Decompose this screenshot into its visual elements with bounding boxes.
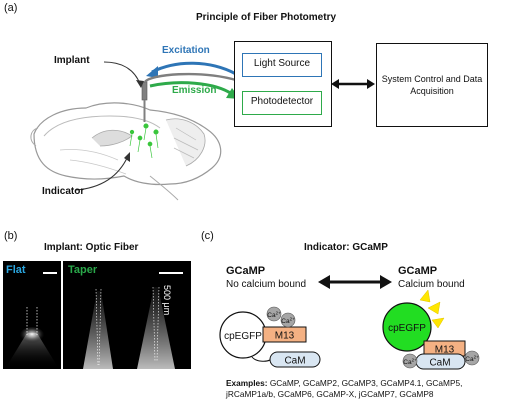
ca-ion-bound-2-label: Ca2+ (465, 355, 479, 364)
hardware-box: Light Source Photodetector (234, 41, 332, 127)
left-state-description: No calcium bound (226, 279, 307, 290)
implant-pointer-head (136, 80, 144, 88)
ca-ion-free-1-label: Ca2+ (267, 311, 281, 320)
photodetector-label: Photodetector (250, 96, 314, 107)
ca-ion-free-1 (266, 306, 282, 322)
ca-ion-bound-1 (402, 353, 418, 369)
implant-pointer (103, 61, 141, 85)
taper-fiber-image: Taper 500 μm (63, 261, 191, 369)
right-state-description: Calcium bound (398, 279, 465, 290)
indicator-pointer-head (124, 152, 130, 162)
cam-bound-label: CaM (429, 358, 450, 369)
panel-b-title: Implant: Optic Fiber (44, 242, 139, 253)
ca-ion-free-2-label: Ca2+ (281, 317, 295, 326)
panel-b-letter: (b) (4, 230, 18, 242)
brain-cerebellum-folds (173, 127, 199, 159)
indicator-label: Indicator (42, 186, 85, 197)
brain-olfactory-bulb (30, 127, 39, 147)
panel-a-title: Principle of Fiber Photometry (196, 12, 337, 23)
examples-heading: Examples: (226, 378, 268, 388)
flat-fiber-image: Flat (3, 261, 61, 369)
linker-unbound (251, 356, 271, 362)
taper-fiber-glow (83, 272, 183, 369)
ca-ion-bound-2 (464, 350, 480, 366)
system-control-box: System Control and Data Acquisition (376, 43, 488, 127)
m13-unbound-label: M13 (275, 331, 295, 342)
examples-list: GCaMP, GCaMP2, GCaMP3, GCaMP4.1, GCaMP5,… (226, 378, 463, 399)
double-arrow-right-head (367, 79, 375, 89)
states-double-arrow-right (380, 275, 392, 289)
m13-unbound (262, 326, 307, 343)
right-state-name: GCaMP (398, 265, 438, 277)
ca-ion-free-2 (280, 312, 296, 328)
implant-label: Implant (54, 55, 90, 66)
cam-unbound-label: CaM (284, 356, 305, 367)
double-arrow-left-head (331, 79, 339, 89)
ca-ion-bound-1-label: Ca2+ (403, 358, 417, 367)
light-source-label: Light Source (253, 58, 311, 69)
panel-a-letter: (a) (4, 2, 18, 14)
states-double-arrow-left (318, 275, 330, 289)
brain-outline (33, 102, 222, 186)
flat-fiber-glow (5, 272, 59, 369)
m13-bound-label: M13 (435, 345, 455, 356)
neuron-cluster (129, 123, 159, 159)
brain-cerebellum (165, 118, 206, 167)
cam-unbound (269, 351, 321, 368)
system-control-label: System Control and Data Acquisition (381, 74, 483, 96)
implant-fiber (141, 81, 148, 101)
cpegfp-unbound-label: cpEGFP (224, 331, 262, 342)
brain-stem (149, 175, 179, 201)
flat-label: Flat (6, 264, 26, 276)
fiber-cable (143, 72, 237, 83)
cpegfp-bound (382, 302, 432, 352)
examples-text: Examples: GCaMP, GCaMP2, GCaMP3, GCaMP4.… (226, 378, 508, 400)
excitation-label: Excitation (162, 45, 210, 56)
brain-cortex-band (43, 115, 161, 137)
panel-c-title: Indicator: GCaMP (304, 242, 388, 253)
indicator-pointer (75, 155, 129, 191)
brain-inner-lines (59, 149, 127, 175)
emission-light-rays (419, 289, 445, 329)
emission-arrow (149, 81, 233, 96)
panel-c-letter: (c) (201, 230, 214, 242)
light-source-box: Light Source (242, 53, 322, 77)
excitation-arrow (151, 61, 237, 76)
brain-hippocampus (91, 129, 133, 147)
scale-bar-label: 500 μm (162, 285, 172, 316)
taper-label: Taper (68, 264, 98, 276)
cpegfp-bound-label: cpEGFP (388, 323, 426, 334)
emission-label: Emission (172, 85, 217, 96)
excitation-arrowhead (146, 66, 158, 78)
left-state-name: GCaMP (226, 265, 266, 277)
photodetector-box: Photodetector (242, 91, 322, 115)
